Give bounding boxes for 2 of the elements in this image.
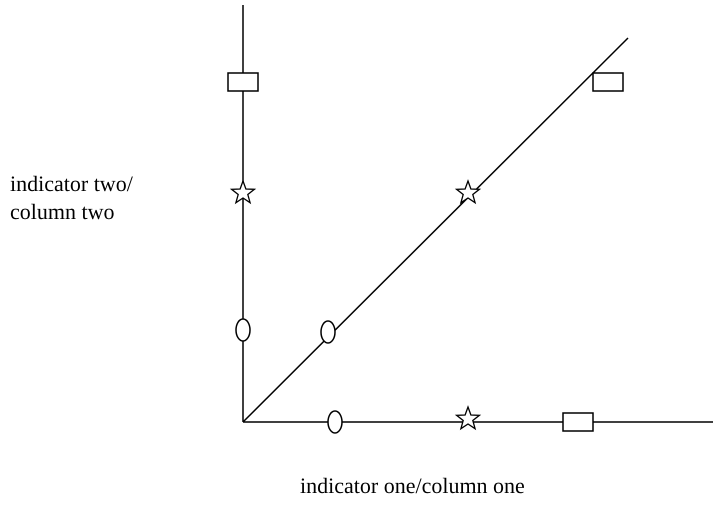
axis-label: indicator one/column one <box>300 472 526 500</box>
axis-label: indicator two/ column two <box>10 170 134 226</box>
